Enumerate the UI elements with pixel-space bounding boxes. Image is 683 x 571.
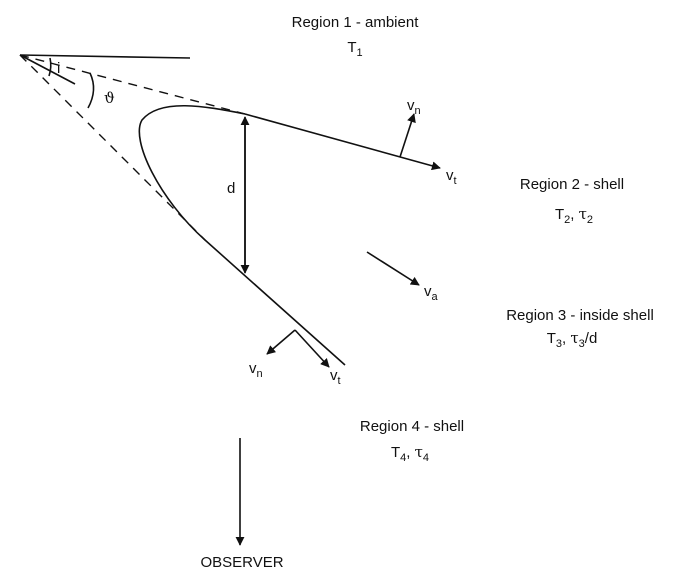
va-label: va bbox=[424, 283, 439, 303]
vn-lower-label: vn bbox=[249, 360, 263, 380]
angle-i-arc bbox=[48, 57, 52, 77]
angle-i-label: i bbox=[57, 60, 60, 77]
dashed-line-lower bbox=[19, 54, 206, 241]
vn-upper-arrow bbox=[399, 113, 416, 158]
inclination-line bbox=[19, 54, 76, 85]
region-1-name: Region 1 - ambient bbox=[292, 14, 420, 31]
vt-lower-label: vt bbox=[330, 367, 341, 387]
vn-upper-label: vn bbox=[407, 97, 421, 117]
vt-upper-arrow bbox=[244, 113, 441, 171]
distance-label: d bbox=[227, 180, 235, 197]
va-arrow bbox=[366, 251, 420, 286]
vt-lower-arrow bbox=[294, 329, 330, 368]
vn-lower-arrow bbox=[266, 329, 296, 355]
region-2-name: Region 2 - shell bbox=[520, 176, 624, 193]
region-3-values: T3, τ3/d bbox=[547, 329, 598, 350]
angle-theta-arc bbox=[87, 72, 95, 109]
region-4-values: T4, τ4 bbox=[391, 443, 429, 464]
dashed-line-upper bbox=[19, 54, 246, 115]
region-4-name: Region 4 - shell bbox=[360, 418, 464, 435]
vt-upper-label: vt bbox=[446, 167, 457, 187]
shell-curve bbox=[138, 104, 346, 366]
angle-theta-label: ϑ bbox=[104, 89, 115, 107]
region-2-values: T2, τ2 bbox=[555, 205, 593, 226]
region-3-name: Region 3 - inside shell bbox=[506, 307, 654, 324]
region-1-values: T1 bbox=[347, 39, 362, 59]
reference-line bbox=[19, 54, 191, 59]
observer-label: OBSERVER bbox=[200, 554, 283, 571]
